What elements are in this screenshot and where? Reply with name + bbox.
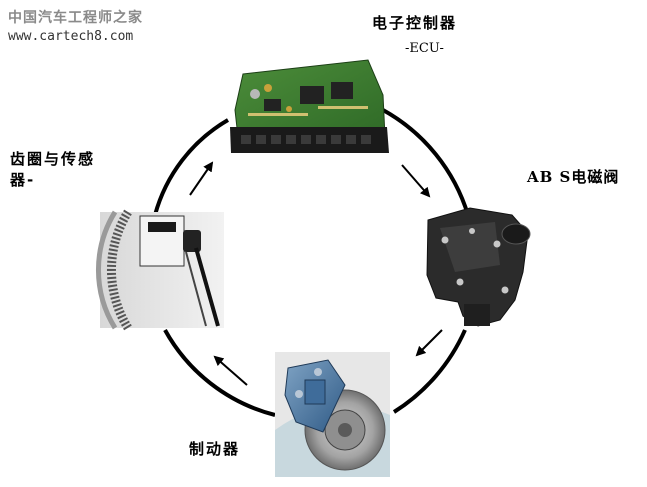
sensor-title-line2: 器-	[10, 171, 36, 189]
arrow-brake-to-sensor	[213, 355, 248, 386]
cycle-arc-lower-left	[163, 329, 276, 417]
watermark-url: www.cartech8.com	[8, 29, 134, 44]
cycle-arc-upper-right	[382, 108, 470, 216]
sensor-image	[95, 209, 224, 331]
brake-image	[275, 352, 390, 477]
arrow-valve-to-brake	[415, 329, 443, 357]
brake-title: 制动器	[189, 440, 241, 458]
abs-valve-image	[426, 207, 531, 327]
arrow-ecu-to-valve	[401, 164, 431, 198]
ecu-title: 电子控制器	[372, 14, 458, 32]
cycle-arc-lower-right	[392, 329, 467, 414]
arrow-sensor-to-ecu	[189, 161, 214, 196]
ecu-image	[230, 59, 389, 153]
watermark-title: 中国汽车工程师之家	[8, 10, 143, 26]
abs-valve-title: AB S电磁阀	[527, 168, 620, 186]
sensor-title-line1: 齿圈与传感	[10, 150, 96, 168]
cycle-arc-upper-left	[153, 118, 230, 216]
ecu-subtitle: -ECU-	[405, 41, 444, 56]
